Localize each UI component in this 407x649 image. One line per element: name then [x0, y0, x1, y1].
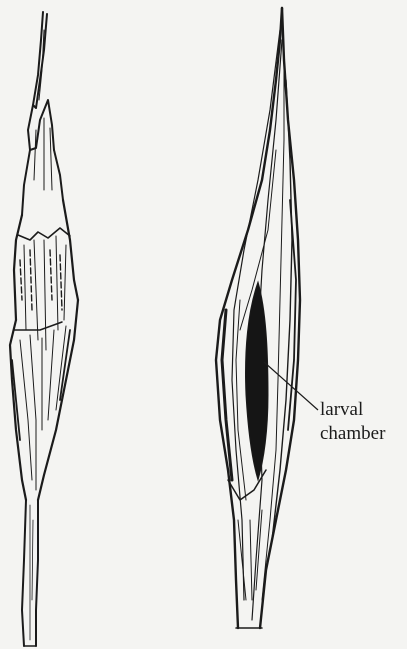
- larval-chamber-label-line1: larval: [320, 398, 404, 422]
- larval-chamber-label-line2: chamber: [320, 422, 404, 446]
- larval-chamber-shape: [246, 282, 269, 480]
- healthy-stem-drawing: [10, 12, 78, 646]
- larval-chamber-label: larval chamber: [320, 398, 404, 446]
